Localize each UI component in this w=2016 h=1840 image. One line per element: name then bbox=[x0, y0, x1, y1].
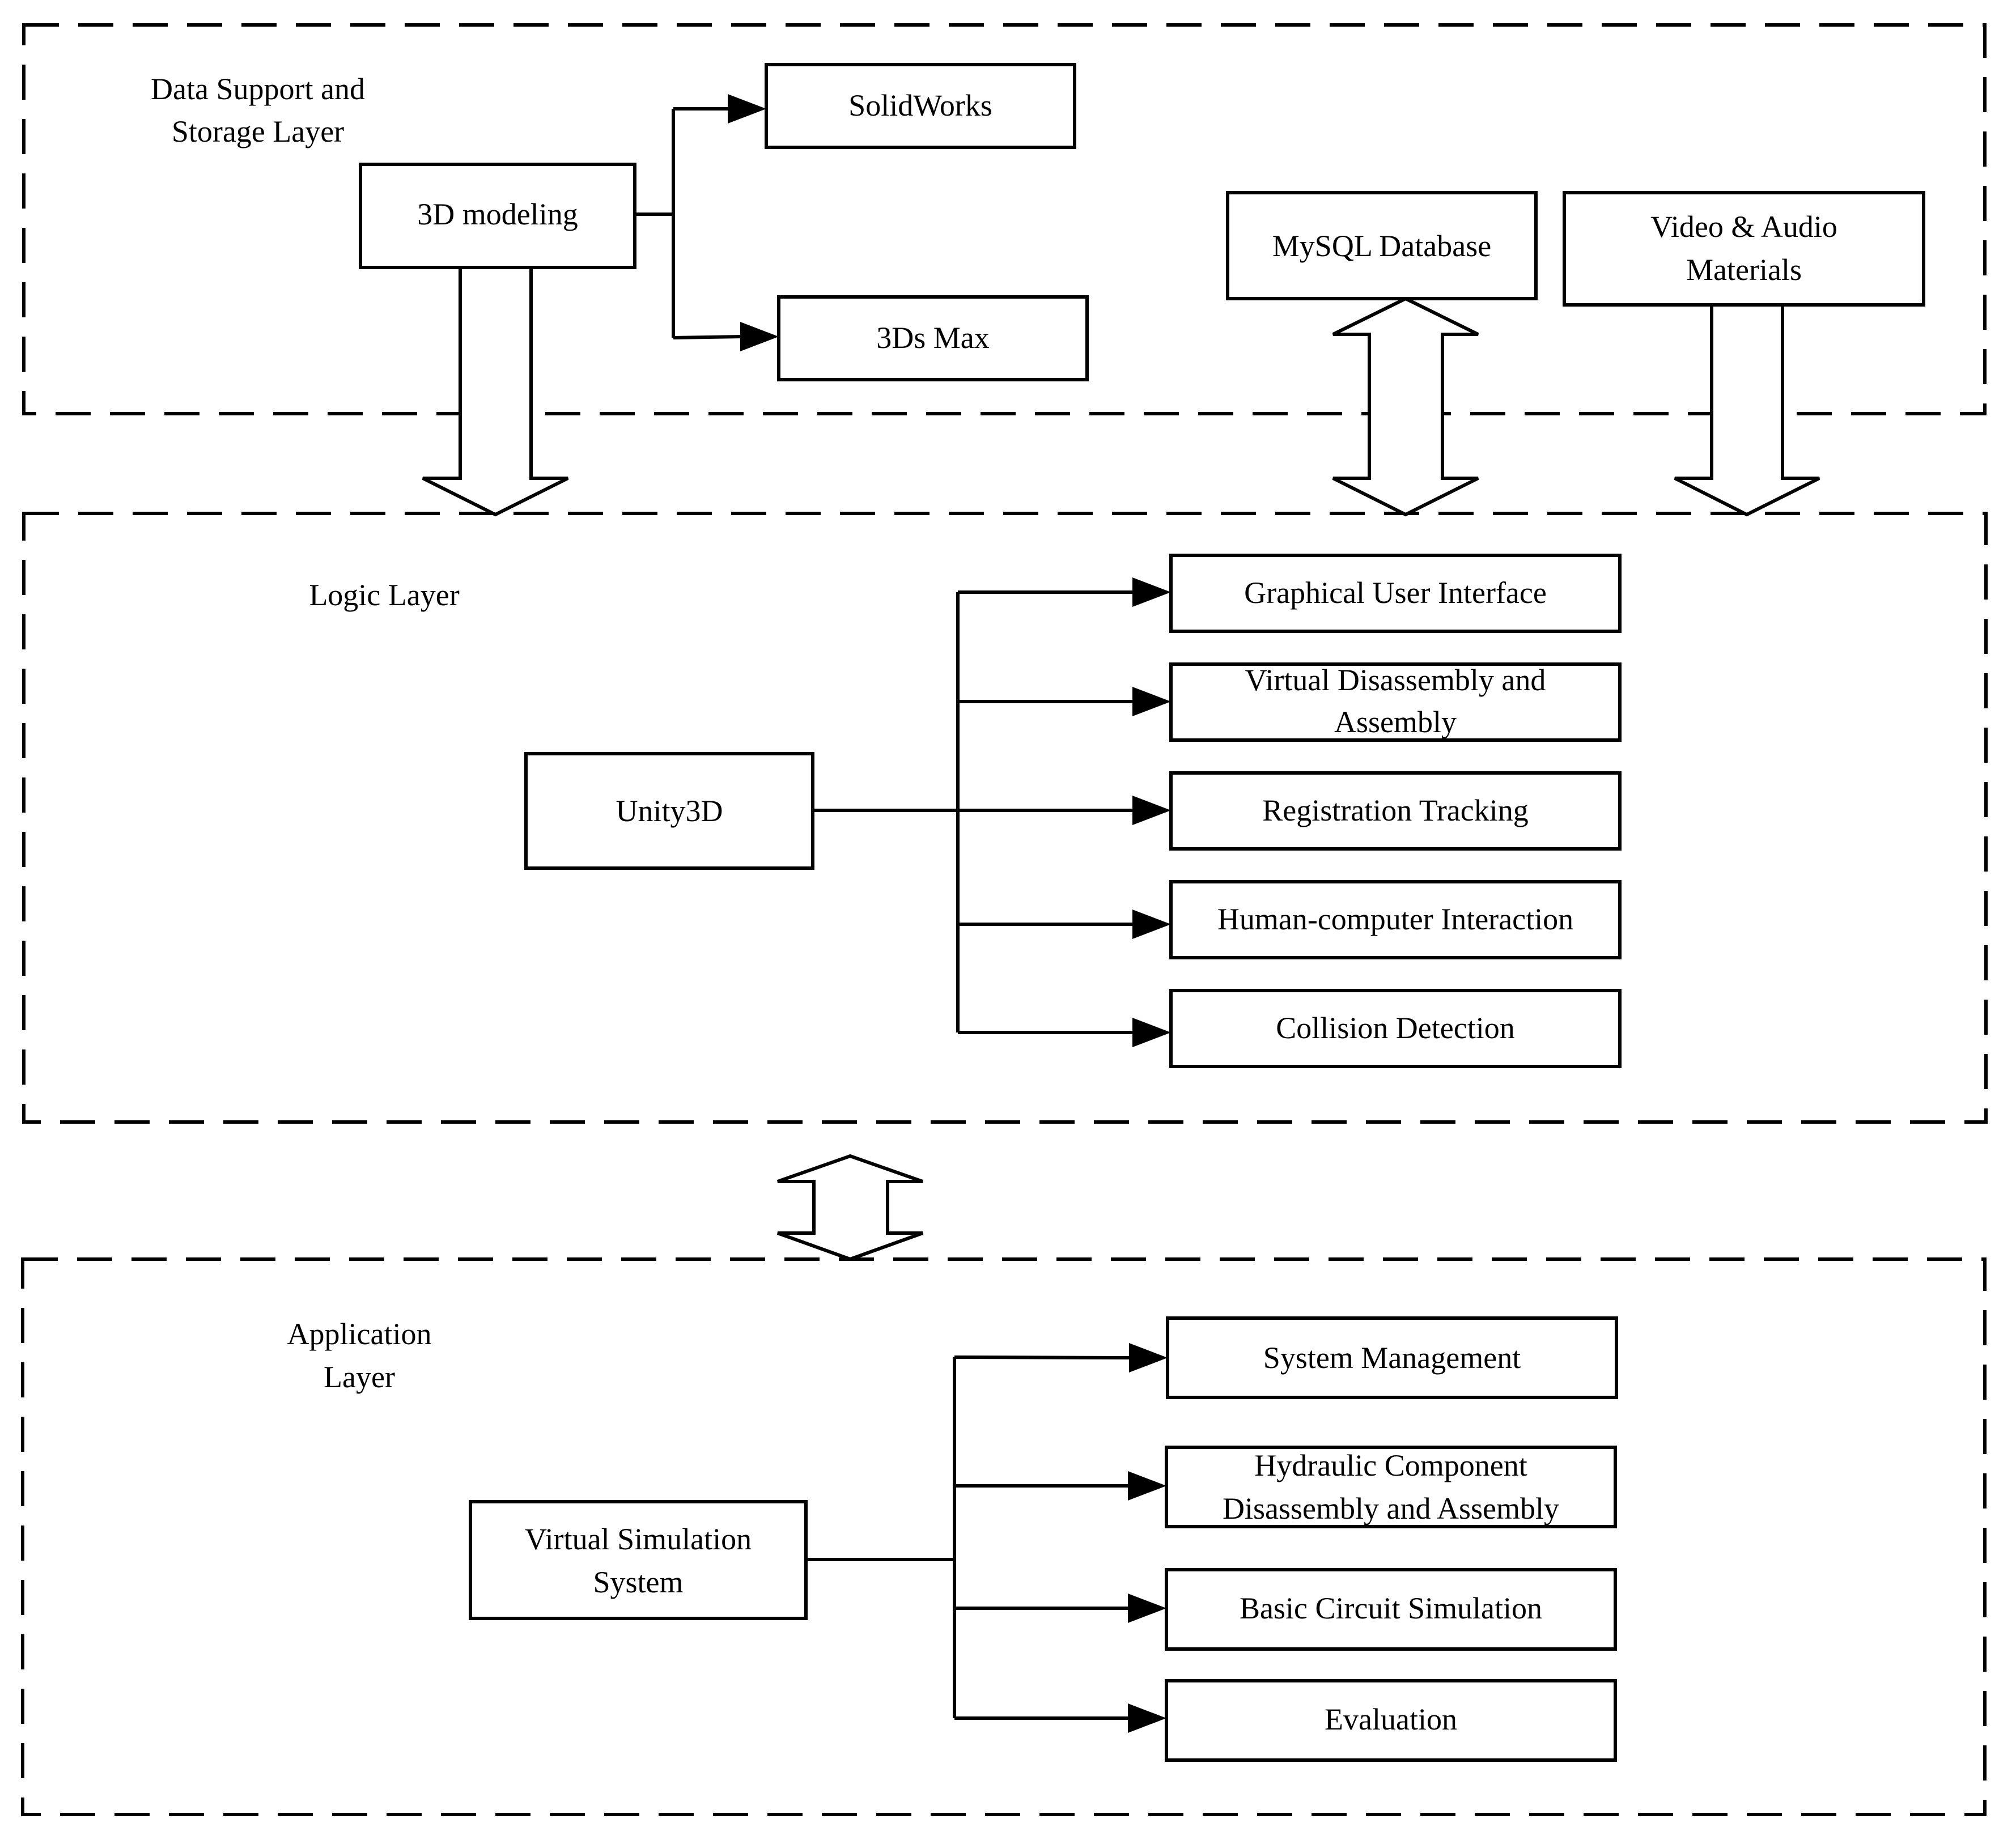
mysql-database-label: MySQL Database bbox=[1272, 229, 1491, 263]
hci-box: Human-computer Interaction bbox=[1169, 880, 1622, 959]
solidworks-box: SolidWorks bbox=[765, 63, 1076, 149]
logic-layer-title: Logic Layer bbox=[309, 578, 459, 612]
simulation-branch-wire bbox=[806, 1355, 1133, 1720]
registration-tracking-label: Registration Tracking bbox=[1262, 793, 1529, 827]
unity3d-label: Unity3D bbox=[616, 794, 723, 828]
solidworks-label: SolidWorks bbox=[848, 88, 992, 122]
virtual-simulation-label-line1: Virtual Simulation bbox=[525, 1522, 752, 1556]
database-logic-double-arrow bbox=[1332, 296, 1479, 517]
virtual-disassembly-label-line1: Virtual Disassembly and bbox=[1245, 663, 1546, 697]
unity-branch-wire bbox=[813, 590, 1136, 1034]
application-layer-title-line2: Layer bbox=[324, 1360, 395, 1394]
basic-circuit-simulation-box: Basic Circuit Simulation bbox=[1165, 1568, 1617, 1651]
collision-detection-label: Collision Detection bbox=[1276, 1011, 1514, 1045]
evaluation-label: Evaluation bbox=[1325, 1702, 1457, 1736]
application-layer-title-line1: Application bbox=[287, 1317, 432, 1351]
virtual-simulation-system-box: Virtual Simulation System bbox=[469, 1500, 808, 1620]
3dsmax-arrowhead bbox=[740, 322, 779, 351]
tracking-arrowhead bbox=[1132, 796, 1171, 825]
unity3d-box: Unity3D bbox=[524, 752, 814, 870]
evaluation-box: Evaluation bbox=[1165, 1679, 1617, 1762]
gui-arrowhead bbox=[1132, 577, 1171, 607]
3dsmax-box: 3Ds Max bbox=[777, 295, 1089, 381]
3dsmax-label: 3Ds Max bbox=[876, 321, 990, 355]
hydraulic-component-box: Hydraulic Component Disassembly and Asse… bbox=[1165, 1446, 1617, 1528]
evaluation-arrowhead bbox=[1128, 1703, 1166, 1733]
solidworks-arrowhead bbox=[728, 94, 766, 124]
virtual-disassembly-label-line2: Assembly bbox=[1334, 705, 1457, 739]
video-audio-label-line2: Materials bbox=[1686, 253, 1802, 287]
registration-tracking-box: Registration Tracking bbox=[1169, 771, 1622, 851]
disassembly-arrowhead bbox=[1132, 687, 1171, 716]
hydraulic-component-label-line1: Hydraulic Component bbox=[1254, 1448, 1527, 1482]
hci-label: Human-computer Interaction bbox=[1217, 902, 1573, 936]
logic-layer-frame bbox=[22, 512, 1988, 1124]
circuit-arrowhead bbox=[1128, 1593, 1166, 1623]
hydraulic-arrowhead bbox=[1128, 1471, 1166, 1501]
collision-arrowhead bbox=[1132, 1018, 1171, 1047]
gui-box: Graphical User Interface bbox=[1169, 554, 1622, 633]
video-audio-materials-box: Video & Audio Materials bbox=[1563, 191, 1925, 307]
basic-circuit-simulation-label: Basic Circuit Simulation bbox=[1240, 1591, 1542, 1625]
system-management-label: System Management bbox=[1263, 1341, 1521, 1375]
media-to-logic-arrow bbox=[1674, 303, 1820, 517]
mysql-database-box: MySQL Database bbox=[1226, 191, 1538, 300]
modeling-branch-wire bbox=[635, 107, 743, 339]
hydraulic-component-label-line2: Disassembly and Assembly bbox=[1223, 1491, 1559, 1525]
gui-label: Graphical User Interface bbox=[1244, 576, 1547, 610]
system-management-box: System Management bbox=[1166, 1316, 1618, 1399]
logic-application-double-arrow bbox=[776, 1154, 924, 1261]
video-audio-label-line1: Video & Audio bbox=[1650, 210, 1837, 244]
data-layer-title-line2: Storage Layer bbox=[172, 114, 344, 148]
data-support-layer-frame bbox=[22, 23, 1987, 415]
3d-modeling-label: 3D modeling bbox=[417, 197, 578, 231]
application-layer-frame bbox=[21, 1257, 1987, 1816]
collision-detection-box: Collision Detection bbox=[1169, 989, 1622, 1068]
modeling-to-logic-arrow bbox=[422, 266, 569, 517]
virtual-disassembly-box: Virtual Disassembly and Assembly bbox=[1169, 662, 1622, 742]
data-layer-title-line1: Data Support and bbox=[151, 72, 365, 106]
hci-arrowhead bbox=[1132, 910, 1171, 939]
3d-modeling-box: 3D modeling bbox=[359, 163, 636, 269]
virtual-simulation-label-line2: System bbox=[593, 1565, 683, 1599]
management-arrowhead bbox=[1129, 1343, 1168, 1372]
